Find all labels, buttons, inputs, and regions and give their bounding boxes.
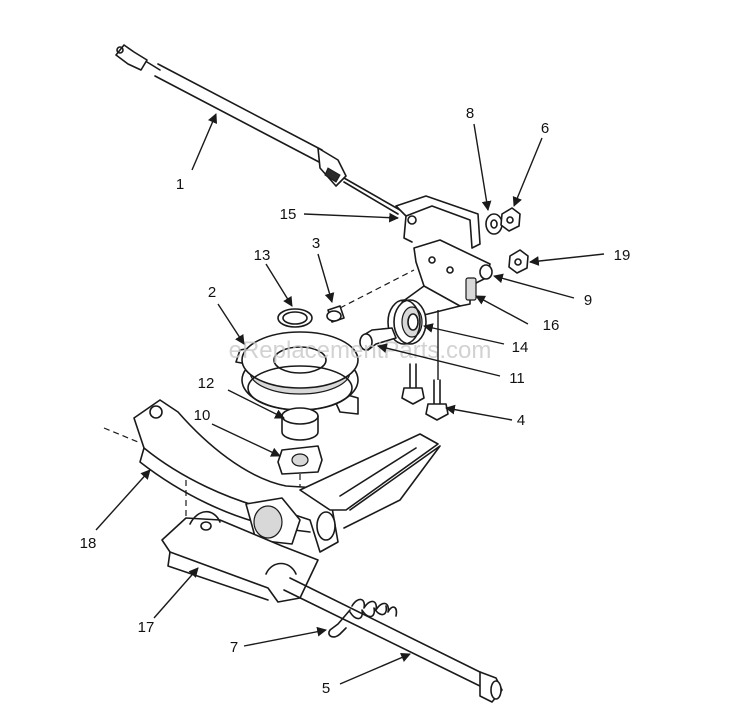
callout-8: 8 (466, 105, 474, 122)
leader-8 (473, 123, 492, 211)
callout-16: 16 (543, 317, 560, 334)
bolt-4-right (425, 379, 449, 421)
coupler (277, 445, 323, 475)
callout-15: 15 (280, 206, 297, 223)
leader-4 (445, 404, 513, 421)
callout-6: 6 (541, 120, 549, 137)
leader-12 (227, 389, 285, 419)
leader-2 (217, 303, 245, 345)
leader-17 (153, 567, 199, 619)
callout-9: 9 (584, 292, 592, 309)
leader-19 (529, 253, 605, 266)
callout-19: 19 (614, 247, 631, 264)
rod (283, 577, 503, 703)
main-pulley (235, 331, 359, 415)
leader-1 (191, 113, 218, 171)
leader-15 (303, 212, 399, 223)
leader-7 (243, 626, 327, 647)
cable-bracket (395, 195, 481, 249)
callout-13: 13 (254, 247, 271, 264)
bushing (281, 407, 319, 441)
callout-14: 14 (512, 339, 529, 356)
base-plate (161, 510, 319, 603)
bolt-4-left (401, 363, 425, 405)
leader-5 (339, 652, 411, 685)
callout-3: 3 (312, 235, 320, 252)
leader-16 (475, 295, 529, 325)
watermark-text: eReplacementParts.com (229, 337, 492, 364)
arm-frame (133, 399, 441, 553)
callout-18: 18 (80, 535, 97, 552)
leader-11 (377, 343, 501, 377)
leader-9 (493, 273, 575, 299)
callout-5: 5 (322, 680, 330, 697)
callout-1: 1 (176, 176, 184, 193)
washer-8 (485, 213, 503, 235)
callout-2: 2 (208, 284, 216, 301)
shoulder-bolt (359, 327, 397, 351)
leader-6 (512, 137, 543, 207)
callout-10: 10 (194, 407, 211, 424)
nut-6 (500, 207, 521, 232)
idler-pulley (387, 299, 427, 345)
callout-7: 7 (230, 639, 238, 656)
leader-18 (95, 469, 151, 531)
callout-17: 17 (138, 619, 155, 636)
callout-4: 4 (517, 412, 525, 429)
bolt-9 (479, 264, 493, 280)
leader-3 (317, 253, 335, 303)
callout-labels: 1 2 3 4 5 6 7 8 9 10 11 12 13 14 15 16 1… (80, 105, 631, 697)
idler-bracket (401, 239, 491, 317)
callout-12: 12 (198, 375, 215, 392)
leader-13 (265, 263, 293, 307)
control-cable (115, 44, 401, 215)
spring (328, 598, 398, 638)
leader-lines (95, 113, 605, 685)
leader-10 (211, 423, 281, 457)
nut-19 (508, 249, 529, 274)
retaining-ring (277, 308, 313, 328)
callout-11: 11 (509, 370, 525, 387)
pin (326, 305, 345, 323)
